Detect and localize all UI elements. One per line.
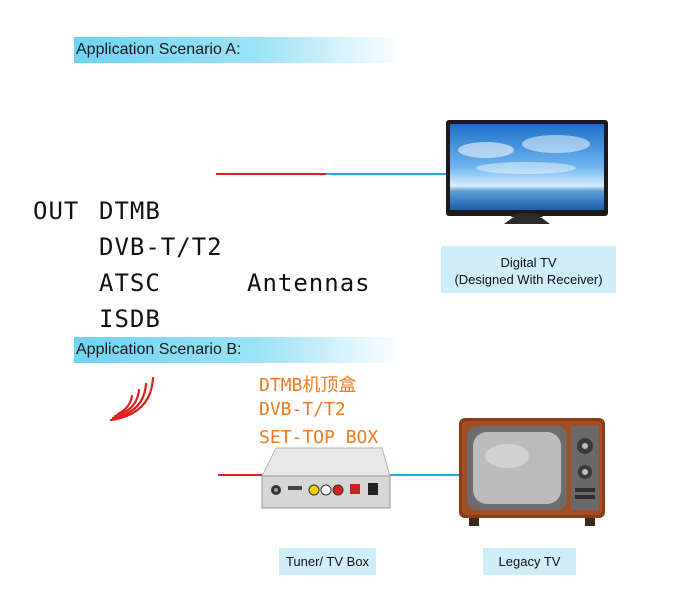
scenario-a-title: Application Scenario A: [74, 37, 404, 63]
digital-tv-label-line-2: (Designed With Receiver) [454, 272, 603, 287]
standard-dtmb: DTMB [99, 197, 161, 225]
tuner-tv-box-label: Tuner/ TV Box [279, 548, 376, 575]
set-top-box-icon [261, 447, 391, 509]
box-text-dvb: DVB-T/T2 [259, 399, 346, 420]
out-label: OUT [33, 197, 80, 225]
box-text-dtmb: DTMB机顶盒 [259, 375, 357, 396]
signal-waves-icon [109, 376, 155, 422]
legacy-tv-label: Legacy TV [483, 548, 576, 575]
standard-dvb-t2: DVB-T/T2 [99, 233, 223, 261]
scenario-a-antenna-cable-red [216, 173, 326, 175]
digital-tv-icon [446, 120, 608, 224]
box-text-stb: SET-TOP BOX [259, 427, 379, 448]
scenario-b-tv-cable-blue [386, 474, 460, 476]
scenario-a-tv-cable-blue [326, 173, 448, 175]
antennas-label: Antennas [247, 269, 371, 297]
digital-tv-label-line-1: Digital TV [500, 255, 557, 270]
scenario-b-title: Application Scenario B: [74, 337, 404, 363]
scenario-b-antenna-cable-red [218, 474, 266, 476]
digital-tv-label: Digital TV (Designed With Receiver) [441, 246, 616, 293]
standard-isdb: ISDB [99, 305, 161, 333]
standard-atsc: ATSC [99, 269, 161, 297]
legacy-tv-icon [459, 418, 605, 526]
